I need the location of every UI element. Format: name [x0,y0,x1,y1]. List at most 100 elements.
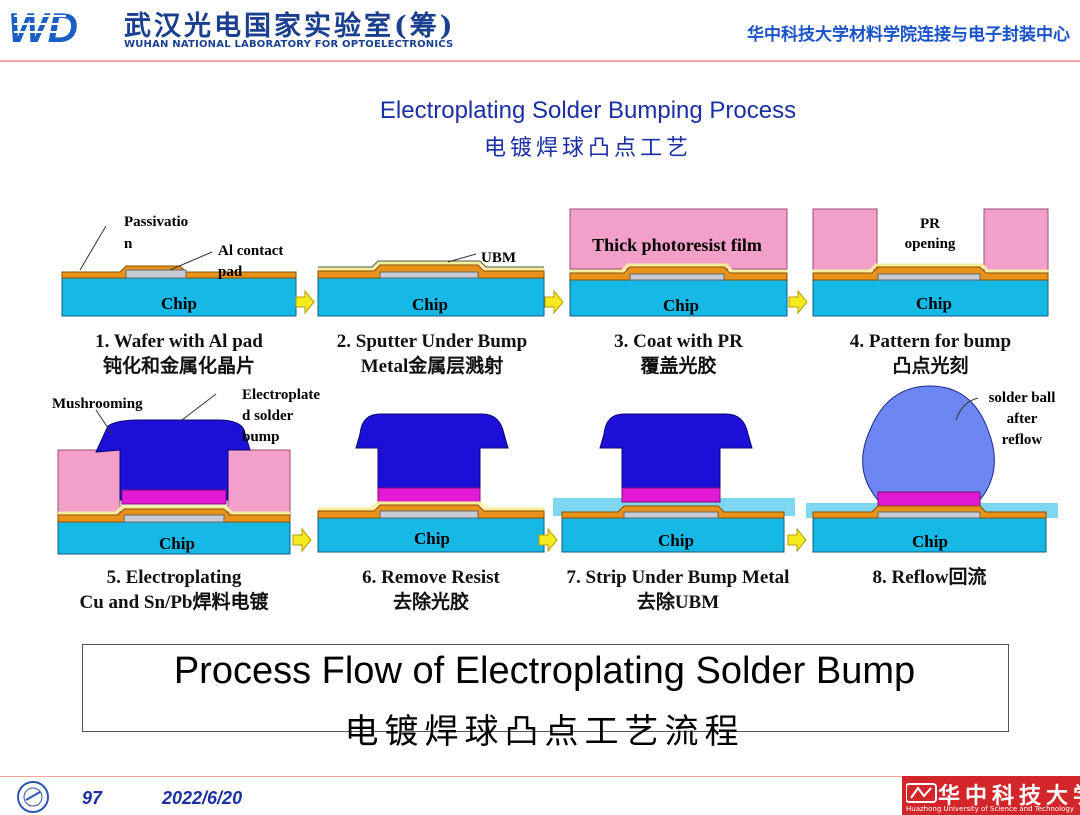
arrow-3-4 [788,290,808,314]
caption-box-en: Process Flow of Electroplating Solder Bu… [173,650,916,692]
label-mushrooming: Mushrooming [52,396,143,412]
chip-block [812,279,1049,317]
center-name: 华中科技大学材料学院连接与电子封装中心 [747,25,1070,45]
label-al-contact: Al contact [218,243,283,259]
step-caption-6: 6. Remove Resist 去除光胶 [318,565,544,615]
arrow-7-8 [787,528,807,552]
chip-label: Chip [916,294,952,313]
page-number: 97 [82,788,103,808]
photoresist-right [227,449,291,519]
step-caption-cn: Cu and Sn/Pb焊料电镀 [79,592,269,613]
step-caption-3: 3. Coat with PR 覆盖光胶 [570,329,787,379]
logo-letters: WD [8,4,78,48]
chip-block [61,277,297,317]
chip-label: Chip [414,529,450,548]
step4-diagram: PR opening Chip [812,208,1049,317]
label-al-pad: pad [218,264,243,280]
chip-block [57,521,291,555]
slide-title-en: Electroplating Solder Bumping Process [379,97,797,124]
step-caption-4: 4. Pattern for bump 凸点光刻 [813,329,1048,379]
step-caption-en: 5. Electroplating [106,567,242,588]
label-ubm: UBM [481,250,516,266]
arrow-5-6 [292,528,312,552]
step-caption-cn: Metal金属层溅射 [360,356,504,377]
label-electroplated: Electroplate [242,387,320,403]
step-caption-en: 8. Reflow回流 [872,567,987,588]
label-pr-opening: opening [905,236,956,252]
label-after: after [1007,411,1038,427]
chip-block [561,517,785,553]
caption-box [82,644,1009,732]
arrow-2-3 [544,290,564,314]
chip-label: Chip [663,296,699,315]
step-caption-en: 6. Remove Resist [362,567,500,588]
step2-diagram: UBM Chip [317,250,545,317]
lab-name-en: WUHAN NATIONAL LABORATORY FOR OPTOELECTR… [124,39,454,50]
hust-logo-icon [906,783,937,803]
chip-label: Chip [412,295,448,314]
chip-label: Chip [912,532,948,551]
chip-block [812,517,1047,553]
university-seal-icon [17,781,49,813]
label-bump: bump [242,429,280,445]
al-pad [379,271,479,279]
photoresist-left [57,449,121,519]
step-caption-cn: 钝化和金属化晶片 [102,356,255,377]
process-diagram: Passivatio n Al contact pad Chip UBM Chi… [52,208,1058,555]
step8-diagram: solder ball after reflow Chip [806,385,1058,553]
label-electroplated-cont: d solder [242,408,294,424]
footer-divider [0,776,1080,777]
solder-bump [355,413,509,497]
electroplated-bump [95,419,251,501]
chip-block [317,277,545,317]
solder-bump [599,413,753,495]
step5-diagram: Mushrooming Electroplate d solder bump C… [52,387,320,555]
cu-layer [121,489,227,505]
step-caption-1: 1. Wafer with Al pad 钝化和金属化晶片 [62,329,296,379]
step-caption-7: 7. Strip Under Bump Metal 去除UBM [548,565,808,615]
cu-layer [877,491,981,507]
al-pad [125,269,187,279]
label-passivation-cont: n [124,236,133,252]
step3-diagram: Thick photoresist film Chip [569,208,788,317]
header-divider [0,60,1080,62]
step-caption-cn: 覆盖光胶 [640,356,717,377]
step-caption-en: 3. Coat with PR [614,331,743,352]
university-banner [902,776,1080,815]
cu-layer [621,487,721,503]
photoresist-right [983,208,1049,271]
university-name-en: Huazhong University of Science and Techn… [906,805,1074,813]
lab-name-cn: 武汉光电国家实验室(筹) [124,11,456,42]
step-caption-cn: 去除UBM [636,592,720,613]
photoresist-film [569,208,788,270]
step-caption-en: 4. Pattern for bump [849,331,1012,352]
label-pr: PR [920,216,940,232]
label-passivation: Passivatio [124,214,188,230]
step-caption-en: 2. Sputter Under Bump [336,331,528,352]
step-caption-5: 5. Electroplating Cu and Sn/Pb焊料电镀 [58,565,290,615]
chip-label: Chip [159,534,195,553]
step-caption-2: 2. Sputter Under Bump Metal金属层溅射 [312,329,552,379]
chip-label: Chip [161,294,197,313]
arrow-1-2 [295,290,315,314]
label-solder-ball: solder ball [989,390,1056,406]
chip-label: Chip [658,531,694,550]
slide-date: 2022/6/20 [162,788,243,808]
photoresist-left [812,208,878,271]
step-caption-cn: 去除光胶 [392,592,469,613]
university-name-cn: 华中科技大学 [938,783,1080,809]
ubm-layer [318,261,544,271]
step-caption-cn: 凸点光刻 [892,356,969,377]
step-caption-8: 8. Reflow回流 [813,565,1046,590]
step-caption-en: 7. Strip Under Bump Metal [566,567,790,588]
cu-layer [377,487,481,503]
chip-block [317,517,545,553]
step6-diagram: Chip [317,413,545,553]
label-thick-pr: Thick photoresist film [592,235,762,255]
step7-diagram: Chip [553,413,795,553]
chip-block [569,279,788,317]
slide-title-cn: 电镀焊球凸点工艺 [483,136,692,161]
step-caption-en: 1. Wafer with Al pad [95,331,263,352]
caption-box-cn: 电镀焊球凸点工艺流程 [344,712,745,752]
solder-ball [862,385,995,501]
